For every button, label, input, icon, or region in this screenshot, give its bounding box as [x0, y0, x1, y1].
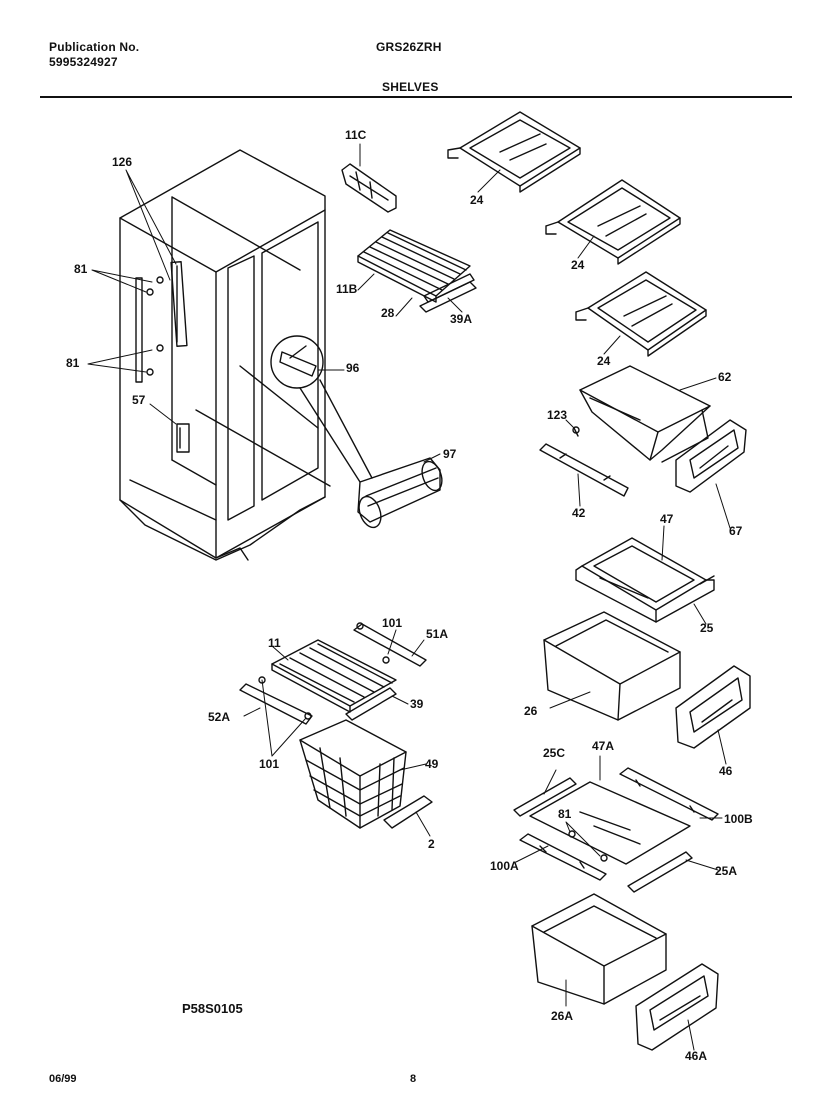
part-label-101: 101	[259, 757, 280, 771]
part-label-100a: 100A	[490, 859, 519, 873]
part-label-24: 24	[571, 258, 585, 272]
cabinet-drawing	[120, 150, 330, 560]
bracket-11c-drawing	[342, 164, 396, 212]
diagram-code: P58S0105	[182, 1001, 243, 1016]
part-label-81: 81	[66, 356, 80, 370]
part-label-47: 47	[660, 512, 674, 526]
part-label-100b: 100B	[724, 812, 753, 826]
part-label-81: 81	[74, 262, 88, 276]
part-label-57: 57	[132, 393, 146, 407]
part-label-25a: 25A	[715, 864, 738, 878]
part-label-49: 49	[425, 757, 439, 771]
part-label-51a: 51A	[426, 627, 449, 641]
part-label-42: 42	[572, 506, 586, 520]
part-label-26: 26	[524, 704, 538, 718]
part-label-62: 62	[718, 370, 732, 384]
part-label-47a: 47A	[592, 739, 615, 753]
basket-49-drawing	[300, 720, 432, 828]
model-number: GRS26ZRH	[376, 40, 442, 54]
part-label-26a: 26A	[551, 1009, 574, 1023]
part-label-46a: 46A	[685, 1049, 708, 1063]
part-label-24: 24	[597, 354, 611, 368]
part-label-11b: 11B	[336, 282, 358, 296]
publication-label: Publication No.	[49, 40, 140, 54]
part-label-46: 46	[719, 764, 733, 778]
part-label-11: 11	[268, 636, 281, 650]
part-label-25: 25	[700, 621, 714, 635]
glass-shelves-24-drawing	[448, 112, 706, 356]
part-label-67: 67	[729, 524, 743, 538]
pan-62-drawing	[540, 366, 746, 496]
part-label-81: 81	[558, 807, 572, 821]
part-label-39a: 39A	[450, 312, 473, 326]
shelf-47-drawing	[576, 538, 714, 622]
footer-date: 06/99	[49, 1073, 77, 1085]
pan-26a-drawing	[532, 894, 718, 1050]
part-label-25c: 25C	[543, 746, 566, 760]
part-label-2: 2	[428, 837, 435, 851]
part-label-97: 97	[443, 447, 457, 461]
page-number: 8	[410, 1073, 417, 1085]
section-title: SHELVES	[382, 80, 439, 94]
part-label-24: 24	[470, 193, 484, 207]
part-label-11c: 11C	[345, 128, 367, 142]
publication-number: 5995324927	[49, 55, 118, 69]
roller-assembly-drawing	[271, 336, 446, 530]
part-label-126: 126	[112, 155, 133, 169]
header-rule	[40, 96, 792, 98]
part-label-101: 101	[382, 616, 403, 630]
part-label-39: 39	[410, 697, 424, 711]
shelf-47a-drawing	[514, 768, 718, 892]
part-label-52a: 52A	[208, 710, 231, 724]
part-label-28: 28	[381, 306, 395, 320]
part-label-123: 123	[547, 408, 568, 422]
freezer-shelf-11-drawing	[240, 623, 426, 724]
pan-26-drawing	[544, 612, 750, 748]
part-label-96: 96	[346, 361, 360, 375]
leader-lines	[88, 144, 730, 1050]
wire-shelf-11b-drawing	[358, 230, 476, 312]
